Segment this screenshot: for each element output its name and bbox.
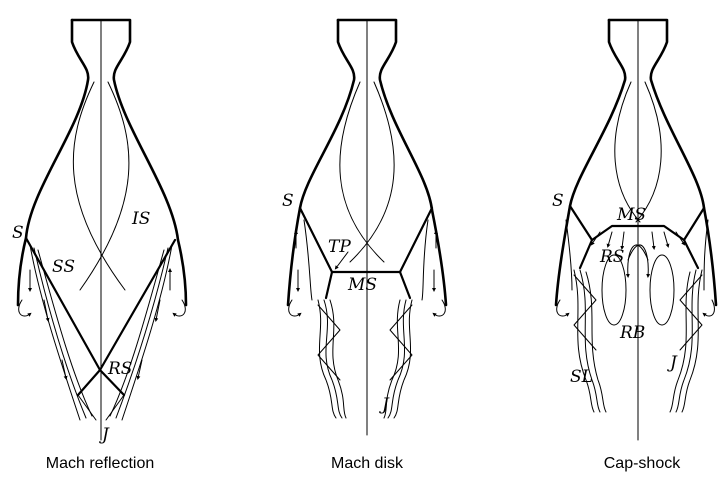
label-ss: SS (52, 257, 75, 277)
label-rs: RS (599, 247, 624, 267)
label-sl: SL (570, 367, 593, 387)
label-s: S (282, 191, 294, 211)
label-j: J (667, 353, 678, 373)
panel-cap-shock: S MS RS RB SL J Cap-shock (552, 20, 716, 472)
label-is: IS (131, 209, 150, 229)
label-j: J (379, 395, 390, 415)
caption-mach-reflection: Mach reflection (46, 455, 155, 472)
caption-cap-shock: Cap-shock (604, 455, 681, 472)
panel-mach-disk: S TP MS J Mach disk (282, 20, 446, 472)
label-rs: RS (107, 359, 132, 379)
jet-streamlines (304, 220, 428, 418)
label-s: S (552, 191, 564, 211)
label-ms: MS (347, 275, 377, 295)
label-ms: MS (616, 205, 646, 225)
nozzle-contour (556, 20, 716, 305)
label-s: S (12, 223, 24, 243)
panel-mach-reflection: S SS IS RS J Mach reflection (12, 20, 186, 472)
label-rb: RB (619, 323, 645, 343)
caption-mach-disk: Mach disk (331, 455, 404, 472)
label-tp: TP (328, 237, 351, 257)
